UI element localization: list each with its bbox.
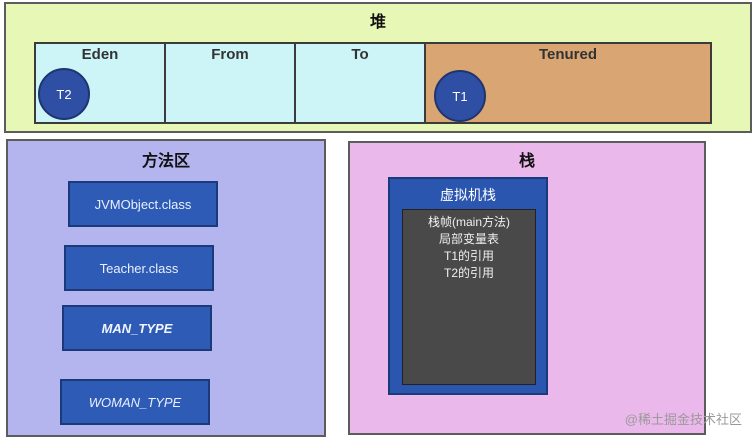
stack-region: 栈 虚拟机栈 栈帧(main方法) 局部变量表 T1的引用 T2的引用 — [348, 141, 706, 435]
frame-line: T2的引用 — [443, 266, 494, 280]
stack-frame: 栈帧(main方法) 局部变量表 T1的引用 T2的引用 — [402, 209, 536, 385]
method-area-title: 方法区 — [141, 153, 190, 170]
class-jvmobject: JVMObject.class — [68, 181, 218, 227]
to-space: To — [294, 42, 426, 124]
object-t2: T2 — [38, 68, 90, 120]
watermark: @稀土掘金技术社区 — [624, 412, 742, 427]
constant-man-type: MAN_TYPE — [62, 305, 212, 351]
to-label: To — [351, 46, 369, 63]
from-label: From — [211, 46, 249, 63]
frame-line: T1的引用 — [443, 249, 494, 263]
vm-stack-label: 虚拟机栈 — [440, 187, 496, 203]
frame-line: 局部变量表 — [438, 232, 499, 246]
object-t1: T1 — [434, 70, 486, 122]
tenured-space: Tenured T1 — [424, 42, 712, 124]
vm-stack: 虚拟机栈 栈帧(main方法) 局部变量表 T1的引用 T2的引用 — [388, 177, 548, 395]
stack-title: 栈 — [518, 153, 535, 170]
eden-space: Eden T2 — [34, 42, 166, 124]
method-area-region: 方法区 JVMObject.class Teacher.class MAN_TY… — [6, 139, 326, 437]
tenured-label: Tenured — [538, 46, 598, 63]
constant-woman-type: WOMAN_TYPE — [60, 379, 210, 425]
eden-label: Eden — [81, 46, 119, 63]
heap-region: 堆 Eden T2 From To Tenured T1 — [4, 2, 752, 133]
from-space: From — [164, 42, 296, 124]
frame-line: 栈帧(main方法) — [427, 215, 510, 229]
class-teacher: Teacher.class — [64, 245, 214, 291]
heap-title: 堆 — [369, 14, 386, 31]
